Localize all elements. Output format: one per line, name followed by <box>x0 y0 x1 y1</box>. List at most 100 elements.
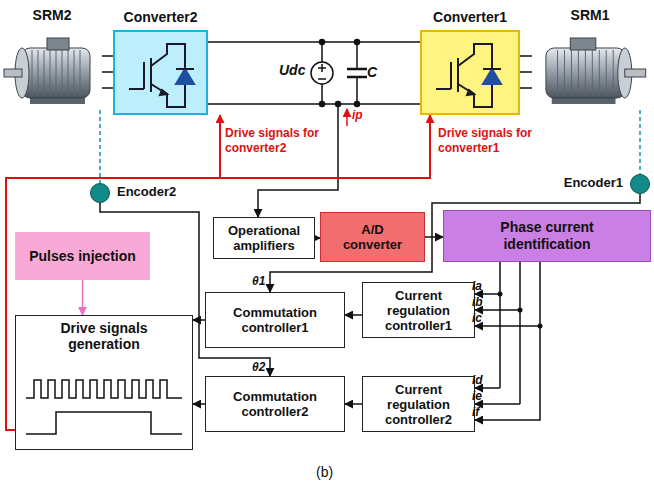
capacitor-lead <box>356 77 358 104</box>
connector <box>193 403 205 405</box>
srm-motor: SRM2 <box>2 30 102 110</box>
cooling-fin <box>44 50 45 96</box>
process-box: Pulses injection <box>15 232 150 280</box>
igbt-gate <box>143 62 145 89</box>
encoder-shaft <box>99 110 101 183</box>
capacitor-lead <box>356 42 358 69</box>
junction-dot <box>320 40 325 45</box>
cooling-fin <box>571 50 572 96</box>
encoder-name: Encoder2 <box>117 184 176 200</box>
process-box: Phase current identification <box>443 210 651 262</box>
converter-name: Converter2 <box>95 9 226 26</box>
motor-body <box>546 38 646 104</box>
controller-box: Commutation controller1 <box>205 292 345 348</box>
cooling-fin <box>38 50 39 96</box>
connector <box>345 403 362 405</box>
cooling-fin <box>585 50 586 96</box>
junction-dot <box>518 308 523 313</box>
junction-dot <box>498 292 503 297</box>
motor-shaft <box>4 69 22 77</box>
phase-wire <box>102 87 113 89</box>
diode-bar <box>483 68 501 70</box>
controller-box: Current regulation controller2 <box>362 376 475 432</box>
phase-wire <box>520 87 532 89</box>
sense-wire <box>258 104 338 217</box>
igbt-group <box>129 44 194 107</box>
component-label: Udc <box>279 62 305 79</box>
diode-triangle <box>176 69 194 84</box>
box-text: Current regulation controller1 <box>363 288 474 333</box>
cooling-fin <box>613 50 614 96</box>
converter-box: Converter2 <box>113 30 208 115</box>
current-arrow <box>346 109 348 126</box>
signal-label: ib <box>472 295 483 309</box>
motor-name: SRM1 <box>512 7 654 24</box>
junction-dot <box>355 102 360 107</box>
gate-lead <box>436 88 451 90</box>
process-box: Drive signals generation <box>15 315 193 450</box>
cooling-fin <box>80 50 81 96</box>
cooling-fin <box>557 50 558 96</box>
cooling-fin <box>592 50 593 96</box>
connector <box>520 71 532 73</box>
signal-label: ic <box>472 311 482 325</box>
box-text: Phase current identification <box>482 219 612 253</box>
connector <box>425 236 443 238</box>
motor-name: SRM2 <box>0 7 122 24</box>
motor-shaft <box>625 69 646 77</box>
cooling-fin <box>578 50 579 96</box>
igbt-group <box>436 44 501 107</box>
cooling-fin <box>50 50 51 96</box>
signal-wire <box>499 294 501 388</box>
box-text: Commutation controller2 <box>206 389 344 419</box>
dc-bus-negative <box>208 103 420 105</box>
igbt-symbol <box>115 32 206 113</box>
encoder-name: Encoder1 <box>564 175 623 191</box>
connector <box>82 280 84 315</box>
junction-dot <box>538 324 543 329</box>
capacitor-plate <box>347 68 367 71</box>
motor-drawing <box>532 30 648 110</box>
process-box: Operational amplifiers <box>213 217 315 259</box>
current-branches <box>475 262 543 404</box>
junction-dot <box>320 102 325 107</box>
box-text: Commutation controller1 <box>206 305 344 335</box>
igbt-leads <box>151 44 185 107</box>
dc-source-symbol <box>311 62 333 84</box>
cooling-fin <box>62 50 63 96</box>
phase-wire <box>520 55 532 57</box>
conduction-pulse <box>26 412 182 434</box>
phase-wire <box>102 55 113 57</box>
junction-dot <box>355 40 360 45</box>
box-text: Operational amplifiers <box>214 223 314 253</box>
cooling-fin <box>68 50 69 96</box>
controller-box: Commutation controller2 <box>205 376 345 432</box>
srm-motor: SRM1 <box>532 30 648 110</box>
signal-label: ie <box>472 389 482 403</box>
process-box: A/D converter <box>320 212 425 262</box>
motor-housing <box>546 48 625 98</box>
gate-lead <box>129 88 144 90</box>
diode-triangle <box>483 69 501 84</box>
cooling-fin <box>56 50 57 96</box>
motor-body <box>4 38 90 104</box>
signal-wire <box>475 387 500 389</box>
terminal-box <box>47 38 69 50</box>
signal-wire <box>475 403 520 405</box>
motor-housing <box>22 48 90 98</box>
converter-box: Converter1 <box>420 30 520 115</box>
signal-wire <box>519 262 521 404</box>
box-text: Pulses injection <box>29 249 136 264</box>
signal-caption: Drive signals for converter1 <box>438 126 550 156</box>
motor-drawing <box>2 30 102 110</box>
cooling-fin <box>74 50 75 96</box>
minus-sign <box>318 78 326 80</box>
junction-dot <box>336 102 341 107</box>
signal-label: ip <box>352 108 363 122</box>
signal-label: ia <box>472 279 482 293</box>
terminal-box <box>570 38 596 50</box>
plus-sign <box>321 64 323 72</box>
cooling-fin <box>606 50 607 96</box>
box-text: Current regulation controller2 <box>363 382 474 427</box>
